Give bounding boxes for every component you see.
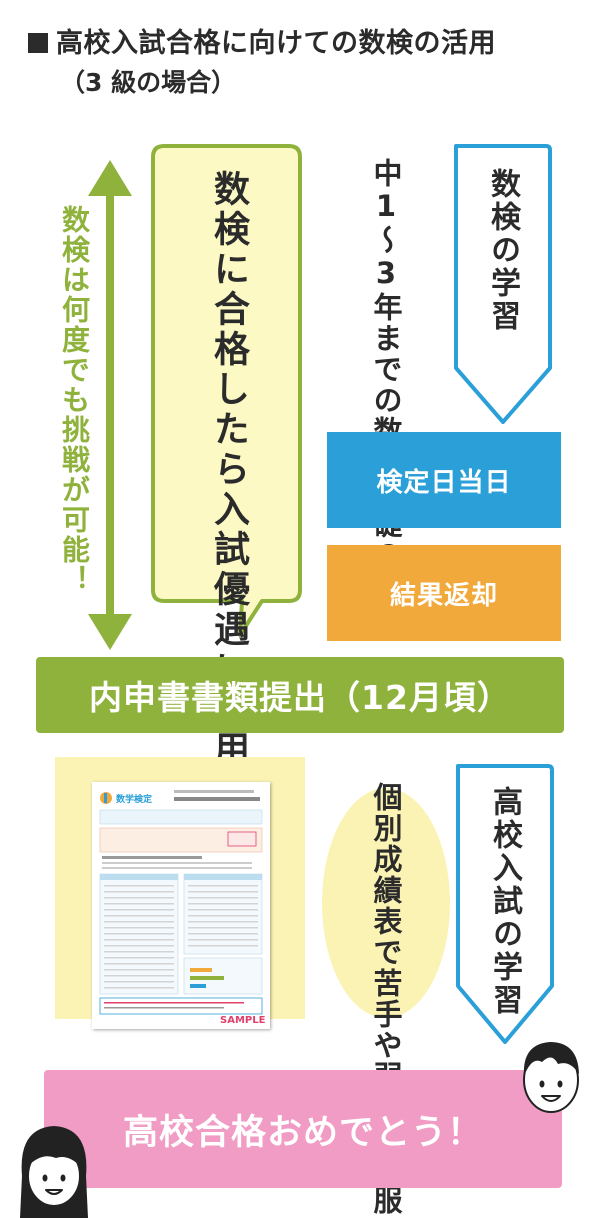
middle-note-text: 中1～3年までの数学基礎の定着 <box>369 158 403 633</box>
middle-note: 中1～3年までの数学基礎の定着 <box>340 158 432 633</box>
study-flag-bottom-label-wrap: 高校入試の学習 <box>464 786 544 1017</box>
speech-bubble <box>151 144 302 637</box>
retry-label: 数検は何度でも挑戦が可能！ <box>58 205 91 595</box>
study-flag-bottom <box>456 764 554 1044</box>
study-flag-bottom-label: 高校入試の学習 <box>487 786 522 1017</box>
study-flag-top <box>454 144 552 424</box>
circle-note-background <box>322 788 450 1018</box>
report-logo: 数学検定 <box>116 795 153 805</box>
sample-stamp: SAMPLE <box>220 1015 266 1026</box>
congratulations-bar: 高校合格おめでとう！ <box>44 1070 562 1188</box>
exam-day-box: 検定日当日 <box>327 432 561 528</box>
page-subtitle: （3 級の場合） <box>60 68 237 97</box>
boy-face-icon <box>523 1042 579 1113</box>
callout-text: 数検に合格したら入試優遇に活用できる！ <box>208 170 249 930</box>
square-bullet-icon <box>28 33 48 53</box>
page-title-text: 高校入試合格に向けての数検の活用 <box>56 28 496 59</box>
girl-face-icon <box>20 1126 88 1218</box>
double-arrow-icon <box>88 160 132 650</box>
callout-container: 数検に合格したら入試優遇に活用できる！ <box>168 170 288 930</box>
page-title: 高校入試合格に向けての数検の活用 <box>28 26 496 62</box>
report-sheet-graphic <box>99 790 263 1015</box>
circle-note: 個別成績表で苦手や弱点を克服 <box>326 782 446 1216</box>
report-sheet: 数学検定 SAMPLE <box>92 782 270 1029</box>
study-flag-top-label: 数検の学習 <box>485 168 520 333</box>
study-flag-top-label-wrap: 数検の学習 <box>462 168 542 368</box>
circle-note-text: 個別成績表で苦手や弱点を克服 <box>369 782 403 1216</box>
results-box: 結果返却 <box>327 545 561 641</box>
submission-bar: 内申書書類提出（12月頃） <box>36 657 564 733</box>
